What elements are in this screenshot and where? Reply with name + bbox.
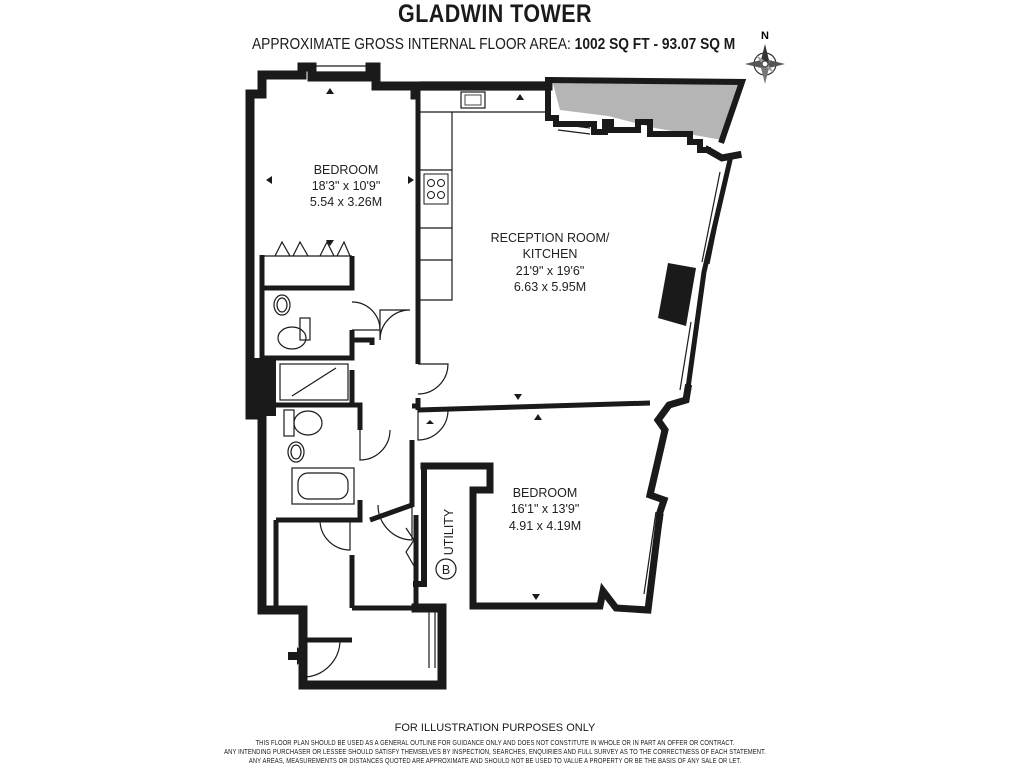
reception-metric: 6.63 x 5.95M [514,280,586,294]
door-swings [302,301,449,678]
floor-area-value: 1002 SQ FT - 93.07 SQ M [574,36,736,53]
utility-label: UTILITY [442,508,456,555]
balcony-area [552,80,740,140]
footer-disclaimer-3: ANY AREAS, MEASUREMENTS OR DISTANCES QUO… [248,758,742,765]
plan-title: GLADWIN TOWER [398,0,592,28]
windows [312,65,728,668]
compass-rose-icon [745,44,785,84]
bedroom-2-imperial: 16'1" x 13'9" [511,502,580,516]
floor-area-label: APPROXIMATE GROSS INTERNAL FLOOR AREA: [252,36,571,53]
riser-block [250,358,276,416]
kitchen-units [420,111,548,301]
bedroom-1-metric: 5.54 x 3.26M [310,195,382,209]
north-label: N [761,30,769,42]
room-reception-kitchen: RECEPTION ROOM/ KITCHEN 21'9" x 19'6" 6.… [491,231,610,294]
sink-icon [460,91,486,109]
hob-icon [423,173,449,205]
bathroom-fixtures [283,409,355,505]
internal-walls [259,90,651,643]
bedroom-2-name: BEDROOM [513,486,578,500]
wardrobe-doors [262,240,352,257]
footer-disclaimer-1: THIS FLOOR PLAN SHOULD BE USED AS A GENE… [255,740,735,747]
reception-name-line1: RECEPTION ROOM/ [491,231,610,245]
reception-imperial: 21'9" x 19'6" [516,264,585,278]
entrance-arrow-icon [288,647,306,665]
ensuite-fixtures [273,294,349,401]
bedroom-2-metric: 4.91 x 4.19M [509,519,581,533]
structural-column [658,263,696,326]
floor-area-text: APPROXIMATE GROSS INTERNAL FLOOR AREA: 1… [252,36,735,54]
footer-title: FOR ILLUSTRATION PURPOSES ONLY [394,722,596,734]
boiler-icon [435,558,457,580]
measure-ticks [266,88,542,600]
bedroom-1-imperial: 18'3" x 10'9" [312,179,381,193]
room-bedroom-2: BEDROOM 16'1" x 13'9" 4.91 x 4.19M [509,486,581,533]
room-bedroom-1: BEDROOM 18'3" x 10'9" 5.54 x 3.26M [310,163,382,209]
bedroom-1-name: BEDROOM [314,163,379,177]
footer-disclaimer-2: ANY INTENDING PURCHASER OR LESSEE SHOULD… [224,749,766,756]
boiler-label: B [442,563,450,577]
reception-name-line2: KITCHEN [523,247,578,261]
